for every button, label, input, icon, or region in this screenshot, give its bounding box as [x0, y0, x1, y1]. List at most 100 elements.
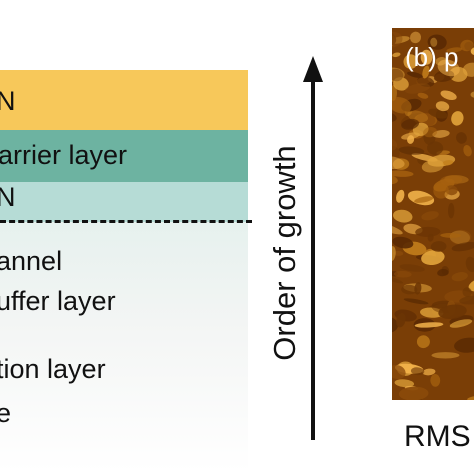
afm-grain [421, 159, 444, 173]
cap-layer: N [0, 70, 248, 130]
afm-grain [403, 298, 429, 305]
afm-grain [392, 68, 404, 82]
afm-grain [420, 49, 433, 65]
afm-grain [441, 266, 450, 276]
afm-grain [437, 268, 449, 277]
afm-grain [422, 65, 430, 79]
afm-grain [451, 272, 468, 282]
afm-grain [435, 101, 450, 112]
afm-grain [392, 170, 414, 177]
afm-grain [421, 211, 439, 221]
afm-grain [433, 183, 449, 199]
afm-grain [392, 112, 397, 122]
afm-grain [427, 34, 447, 50]
afm-grain [431, 352, 460, 359]
afm-grain [401, 284, 418, 295]
afm-grain [414, 322, 444, 328]
afm-grain [449, 319, 473, 328]
afm-grain [421, 250, 445, 266]
afm-grain [432, 130, 450, 138]
afm-grain [394, 379, 415, 388]
afm-grain [392, 316, 399, 333]
afm-grain [417, 92, 429, 99]
barrier-layer-label: arrier layer [0, 140, 128, 170]
afm-grain [446, 47, 463, 53]
afm-texture [392, 30, 474, 400]
afm-grain [399, 264, 425, 272]
afm-grain [392, 273, 404, 284]
afm-grain [407, 71, 423, 78]
channel-layer-label: annel [0, 246, 63, 276]
afm-grain [462, 62, 474, 77]
afm-grain [392, 52, 401, 58]
afm-grain [414, 196, 434, 203]
afm-grain [430, 241, 447, 252]
spacer-layer-label: N [0, 182, 16, 212]
afm-grain [392, 31, 403, 48]
afm-grain [392, 246, 396, 261]
afm-grain [430, 373, 441, 387]
growth-arrow-shaft [311, 78, 315, 440]
afm-grain [398, 386, 429, 400]
afm-grain [470, 91, 474, 98]
afm-grain [392, 137, 398, 151]
spacer-layer: N [0, 182, 248, 222]
layer-stack: N arrier layer N [0, 70, 248, 472]
afm-grain [392, 365, 406, 380]
afm-grain [403, 54, 418, 69]
afm-grain [423, 126, 438, 138]
afm-grain [451, 241, 474, 252]
afm-grain [393, 209, 413, 223]
nucleation-layer-label: tion layer [0, 354, 106, 384]
interface-dashed-line [0, 220, 252, 223]
afm-grain [416, 335, 430, 349]
afm-grain [393, 270, 412, 278]
cap-layer-label: N [0, 86, 16, 116]
afm-grain [407, 135, 415, 144]
afm-grain [442, 160, 454, 166]
afm-grain [410, 31, 422, 44]
afm-grain [392, 85, 397, 101]
afm-grain [434, 73, 445, 82]
afm-grain [392, 67, 405, 82]
afm-grain [467, 395, 474, 400]
afm-grain [410, 367, 425, 376]
afm-grain [438, 304, 467, 319]
afm-grain [415, 226, 441, 237]
growth-arrow-text: Order of growth [267, 145, 302, 361]
afm-grain [392, 236, 414, 249]
afm-grain [396, 189, 405, 203]
afm-grain [428, 108, 448, 119]
afm-grain [416, 76, 431, 86]
afm-grain [427, 141, 444, 155]
barrier-layer: arrier layer [0, 130, 248, 182]
substrate-label: e [0, 398, 12, 428]
afm-grain [460, 39, 474, 52]
afm-grain [451, 111, 464, 126]
afm-grain [454, 337, 474, 353]
afm-grain [392, 156, 405, 170]
afm-grain [393, 250, 404, 256]
lower-layers-region [0, 222, 248, 472]
afm-grain [440, 90, 457, 100]
growth-arrow-head-icon [303, 56, 323, 82]
afm-grain [448, 202, 455, 219]
afm-grain [404, 83, 430, 94]
afm-grain [462, 287, 472, 298]
afm-grain [440, 233, 462, 238]
afm-grain [459, 295, 474, 305]
afm-grain [401, 118, 420, 130]
afm-grain [392, 222, 403, 235]
afm-grain [396, 313, 406, 328]
afm-grain [465, 256, 474, 273]
afm-grain [392, 145, 400, 160]
afm-grain [470, 47, 474, 56]
afm-panel-label: (b) p [405, 42, 459, 72]
rms-label: RMS [404, 420, 471, 453]
afm-image-panel [392, 28, 474, 400]
afm-grain [392, 96, 412, 114]
afm-grain [456, 132, 467, 144]
afm-grain [398, 146, 425, 155]
afm-grain [463, 145, 472, 157]
afm-grain [417, 76, 435, 87]
